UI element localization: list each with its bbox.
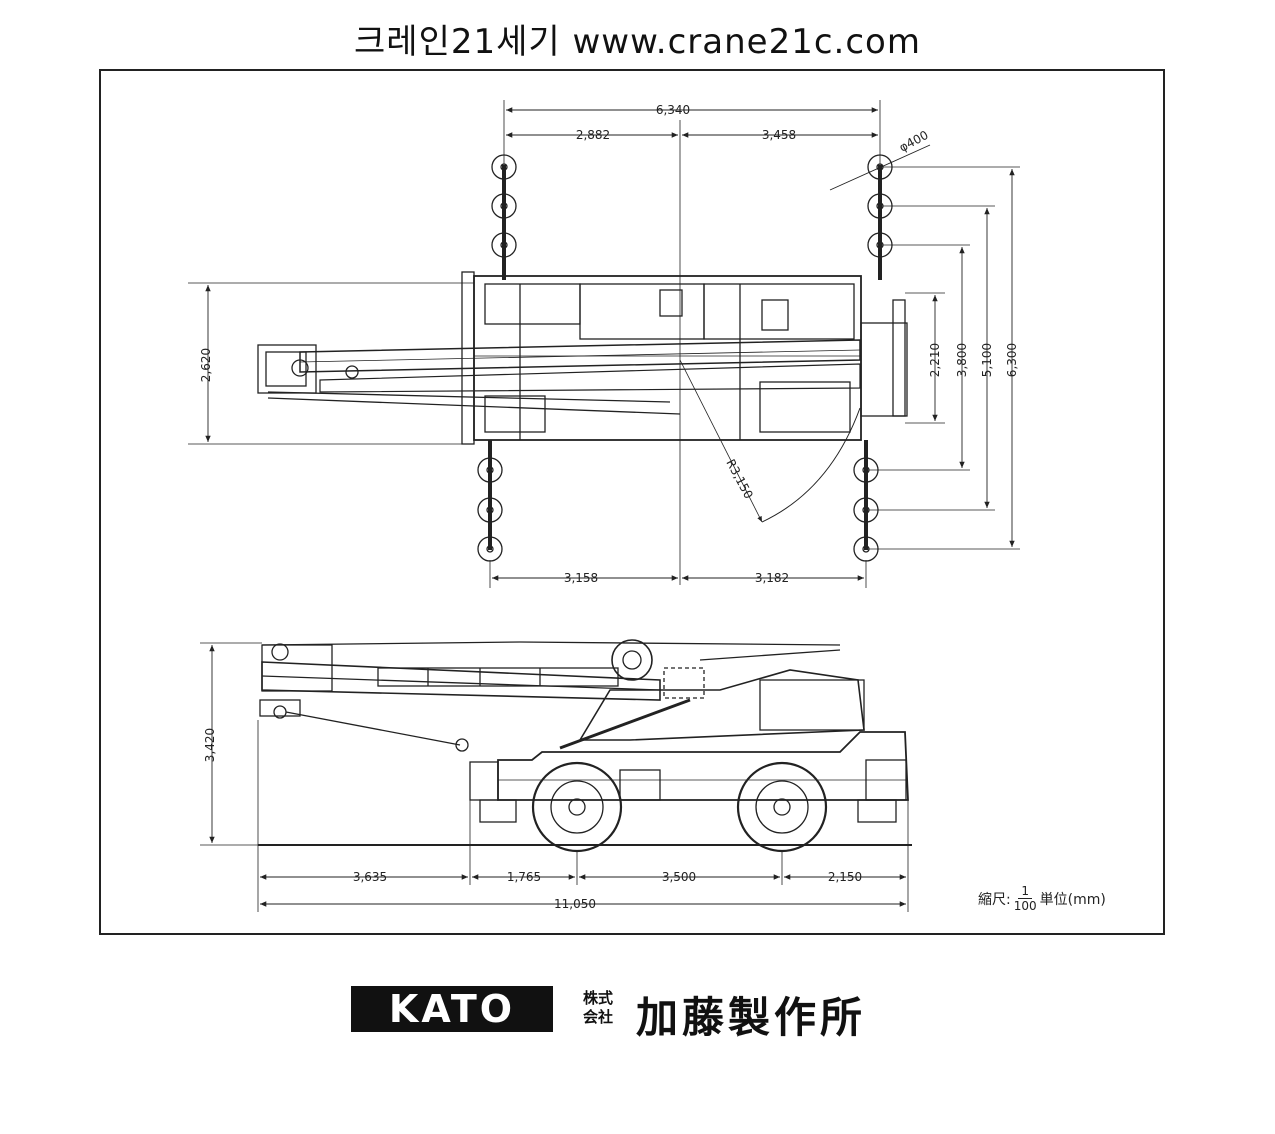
rear-wheel <box>736 761 828 853</box>
dim-front-axle: 1,765 <box>507 870 541 884</box>
dim-3800: 3,800 <box>955 343 969 377</box>
scale-unit: 単位(mm) <box>1039 891 1106 908</box>
scale-numerator: 1 <box>1018 884 1032 899</box>
scale-fraction: 1 100 <box>1014 884 1037 913</box>
scale-note: 縮尺: 1 100 単位(mm) <box>978 884 1106 913</box>
carrier-body <box>473 275 862 441</box>
dim-6300: 6,300 <box>1005 343 1019 377</box>
dim-front-overhang: 3,635 <box>353 870 387 884</box>
dim-rear-overhang: 2,150 <box>828 870 862 884</box>
corporate-type: 株式 会社 <box>583 989 629 1027</box>
dim-bottom-left: 3,158 <box>564 571 598 585</box>
drawing-frame <box>99 69 1165 935</box>
top-view <box>188 100 1020 588</box>
boom-top <box>257 339 861 415</box>
dim-front-width: 2,882 <box>576 128 610 142</box>
boom-side <box>259 641 841 752</box>
dim-overall-width: 6,340 <box>656 103 690 117</box>
page-header: 크레인21세기 www.crane21c.com <box>354 22 921 62</box>
outrigger-rear-right <box>853 440 879 562</box>
dim-radius: R3,150 <box>723 457 755 501</box>
kato-logo: KATO <box>351 986 553 1032</box>
outrigger-rear-left <box>477 440 503 562</box>
dim-2210: 2,210 <box>928 343 942 377</box>
dim-overall-length: 11,050 <box>554 897 596 911</box>
dim-5100: 5,100 <box>980 343 994 377</box>
corporate-type-line1: 株式 <box>583 989 614 1007</box>
front-wheel <box>531 761 623 853</box>
dim-bottom-right: 3,182 <box>755 571 789 585</box>
outrigger-front-right <box>867 154 893 280</box>
scale-label: 縮尺: <box>978 891 1011 908</box>
company-name: 加藤製作所 <box>636 993 867 1042</box>
outrigger-front-left <box>491 154 517 280</box>
corporate-type-line2: 会社 <box>583 1008 614 1026</box>
side-view <box>200 639 912 912</box>
dim-rear-width: 3,458 <box>762 128 796 142</box>
dim-tire-diameter: φ400 <box>897 128 931 155</box>
scale-denominator: 100 <box>1013 899 1037 913</box>
dim-height: 3,420 <box>203 728 217 762</box>
dim-boom-width: 2,620 <box>199 348 213 382</box>
dim-wheelbase: 3,500 <box>662 870 696 884</box>
